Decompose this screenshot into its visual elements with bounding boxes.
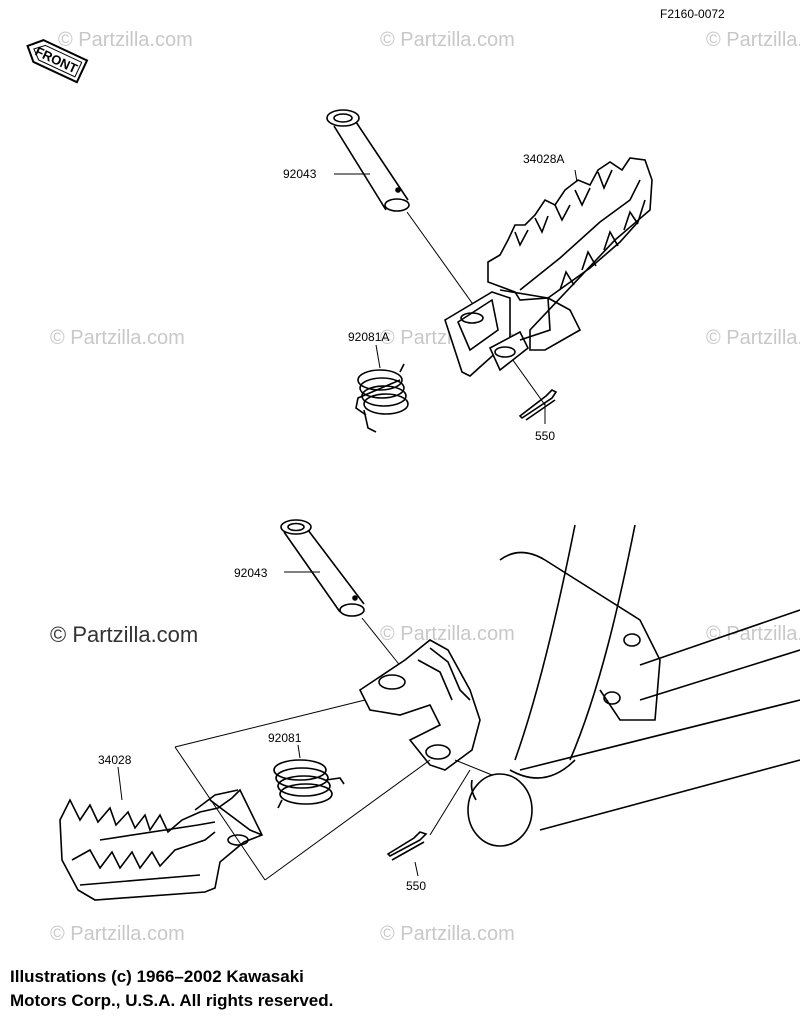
lower-assembly xyxy=(59,519,800,901)
lower-spring-92081 xyxy=(273,759,345,809)
upper-cotter-550 xyxy=(518,389,558,421)
lower-bracket xyxy=(358,639,481,771)
upper-pin-92043 xyxy=(326,109,410,212)
watermark: © Partzilla.com xyxy=(380,29,515,51)
label-550-lower: 550 xyxy=(406,879,426,893)
watermark: © Partzilla.com xyxy=(706,29,800,51)
label-550-upper: 550 xyxy=(535,429,555,443)
label-34028A: 34028A xyxy=(523,152,564,166)
frame-structure xyxy=(467,524,800,847)
lower-pin-92043 xyxy=(280,519,365,617)
watermark: © Partzilla.com xyxy=(380,923,515,945)
upper-spring-92081A xyxy=(355,363,409,433)
lower-peg-34028 xyxy=(59,788,264,901)
upper-leaders xyxy=(334,169,578,424)
label-92043-upper: 92043 xyxy=(283,167,317,181)
watermark-layer: © Partzilla.com © Partzilla.com © Partzi… xyxy=(50,29,800,945)
label-92081: 92081 xyxy=(268,731,302,745)
watermark: © Partzilla.com xyxy=(706,623,800,645)
copyright-line-2: Motors Corp., U.S.A. All rights reserved… xyxy=(10,991,334,1010)
upper-peg-34028A xyxy=(444,157,653,377)
watermark: © Partzilla.com xyxy=(706,327,800,349)
lower-cotter-550 xyxy=(386,831,428,861)
watermark: © Partzilla.com xyxy=(58,29,193,51)
watermark-prominent: © Partzilla.com xyxy=(50,622,198,647)
watermark: © Partzilla.com xyxy=(50,327,185,349)
copyright-line-1: Illustrations (c) 1966–2002 Kawasaki xyxy=(10,967,304,986)
watermark: © Partzilla.com xyxy=(50,923,185,945)
figure-code: F2160-0072 xyxy=(660,7,725,21)
lower-leaders xyxy=(117,571,431,881)
watermark: © Partzilla.com xyxy=(380,623,515,645)
label-34028: 34028 xyxy=(98,753,132,767)
label-92081A: 92081A xyxy=(348,330,389,344)
label-92043-lower: 92043 xyxy=(234,566,268,580)
upper-assembly xyxy=(326,109,653,433)
